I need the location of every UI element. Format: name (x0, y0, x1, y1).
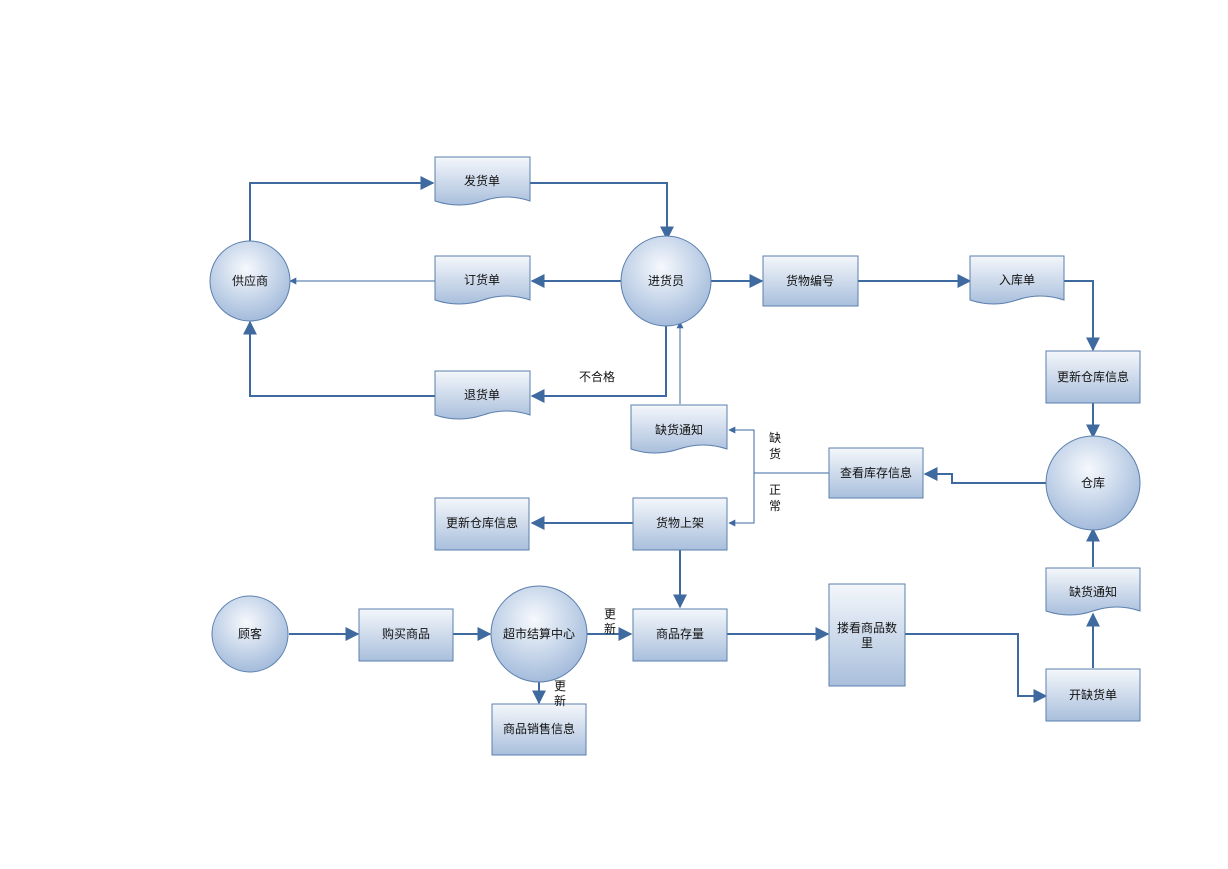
node-shortage-notice-bottom: 缺货通知 (1045, 567, 1141, 616)
edge-delivery-note-to-purchaser (530, 182, 674, 241)
node-sales-info: 商品销售信息 (491, 703, 587, 756)
edge-label-update-down-2: 新 (554, 693, 566, 708)
node-goods-number-label: 货物编号 (786, 273, 834, 288)
node-customer: 顾客 (211, 595, 289, 673)
node-goods-stock: 商品存量 (632, 608, 728, 662)
edge-label-update-down-1: 更 (554, 679, 566, 693)
edge-branch-to-shelve-goods (728, 473, 755, 527)
node-shelve-goods: 货物上架 (632, 497, 728, 551)
edges (243, 176, 1100, 705)
node-view-quantity-label-line1: 搂看商品数 (837, 620, 897, 635)
edge-label-shortage-2: 货 (769, 446, 781, 461)
edge-purchaser-to-return-form (530, 321, 667, 403)
edge-label-update-right-2: 新 (604, 621, 616, 636)
node-update-warehouse-top: 更新仓库信息 (1045, 350, 1141, 404)
node-check-inventory: 查看库存信息 (828, 447, 924, 499)
node-buy-goods-label: 购买商品 (382, 626, 430, 641)
edge-storage-slip-to-update-warehouse (1064, 280, 1100, 352)
edge-label-unqualified: 不合格 (579, 369, 615, 384)
node-goods-stock-label: 商品存量 (656, 626, 704, 641)
node-issue-shortage-slip-label: 开缺货单 (1069, 687, 1117, 702)
node-shortage-notice-bottom-label: 缺货通知 (1069, 584, 1117, 599)
node-issue-shortage-slip: 开缺货单 (1045, 668, 1141, 722)
node-warehouse-label: 仓库 (1081, 475, 1105, 490)
node-return-form: 退货单 (434, 370, 531, 420)
edge-supplier-to-delivery-note (249, 176, 435, 243)
node-checkout-center: 超市结算中心 (490, 585, 588, 683)
edge-label-update-right-1: 更 (604, 607, 616, 621)
node-return-form-label: 退货单 (464, 387, 500, 402)
edge-return-form-to-supplier (243, 320, 435, 397)
node-purchaser-label: 进货员 (648, 273, 684, 288)
node-shortage-notice-top: 缺货通知 (630, 404, 728, 454)
edge-label-normal-2: 常 (769, 499, 781, 513)
node-shelve-goods-label: 货物上架 (656, 515, 704, 530)
node-view-quantity-label-line2: 里 (861, 636, 873, 650)
node-checkout-center-label: 超市结算中心 (503, 626, 575, 641)
node-customer-label: 顾客 (238, 626, 262, 641)
node-view-quantity: 搂看商品数 里 (828, 583, 906, 687)
node-check-inventory-label: 查看库存信息 (840, 465, 912, 480)
node-warehouse: 仓库 (1045, 435, 1141, 531)
node-goods-number: 货物编号 (762, 255, 859, 307)
node-update-warehouse-top-label: 更新仓库信息 (1057, 369, 1129, 384)
node-purchaser: 进货员 (620, 235, 712, 327)
node-delivery-note: 发货单 (434, 156, 531, 206)
edge-labels: 不合格 缺 货 正 常 更 新 更 新 (554, 369, 781, 708)
edge-label-normal-1: 正 (769, 483, 781, 497)
node-order-form: 订货单 (434, 255, 531, 305)
node-shortage-notice-top-label: 缺货通知 (655, 422, 703, 437)
edge-branch-to-shortage-notice (728, 426, 755, 473)
node-storage-slip: 入库单 (969, 255, 1065, 305)
node-supplier-label: 供应商 (232, 273, 268, 288)
edge-warehouse-to-check-inventory (923, 467, 1047, 484)
node-order-form-label: 订货单 (464, 272, 500, 287)
node-delivery-note-label: 发货单 (464, 173, 500, 188)
node-buy-goods: 购买商品 (358, 608, 454, 662)
node-supplier: 供应商 (209, 240, 291, 322)
edge-label-shortage-1: 缺 (769, 430, 781, 445)
node-update-warehouse-left: 更新仓库信息 (434, 497, 530, 551)
node-storage-slip-label: 入库单 (999, 272, 1035, 287)
edge-view-quantity-to-shortage-slip (905, 633, 1048, 703)
node-update-warehouse-left-label: 更新仓库信息 (446, 515, 518, 530)
node-sales-info-label: 商品销售信息 (503, 721, 575, 736)
